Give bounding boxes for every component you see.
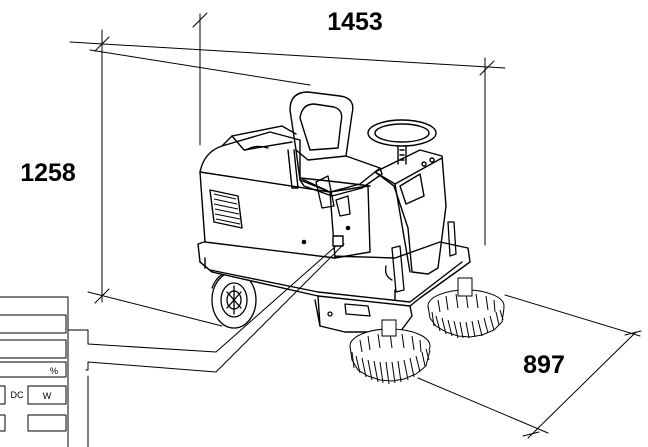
- plate-percent-label: %: [50, 366, 58, 376]
- plate-field-5: [0, 414, 6, 432]
- control-levers: [315, 175, 457, 293]
- plate-field-1: [0, 314, 67, 334]
- height-dimension: [87, 29, 311, 327]
- rear-body: [199, 125, 371, 259]
- height-dimension-label: 1258: [20, 159, 76, 187]
- side-brush-right: [427, 277, 505, 339]
- plate-field-dc-value: [0, 385, 6, 405]
- steering-column: [367, 119, 447, 275]
- length-dimension: [69, 12, 506, 246]
- vent-grille: [213, 193, 241, 225]
- length-dimension-label: 1453: [327, 8, 383, 36]
- operator-seat: [287, 91, 383, 197]
- side-brush-left: [349, 319, 431, 385]
- plate-w-label: W: [43, 391, 52, 401]
- plate-field-6: [27, 414, 67, 432]
- plate-dc-label: DC: [11, 390, 24, 400]
- plate-field-w-value: [27, 385, 67, 405]
- plate-field-percent: [0, 361, 67, 378]
- width-dimension-label: 897: [523, 351, 565, 379]
- plate-field-2: [0, 339, 67, 359]
- width-dimension: [417, 294, 642, 439]
- front-bumper: [327, 303, 371, 317]
- data-plate-leader-lines: [67, 243, 345, 447]
- data-plate: [0, 296, 69, 447]
